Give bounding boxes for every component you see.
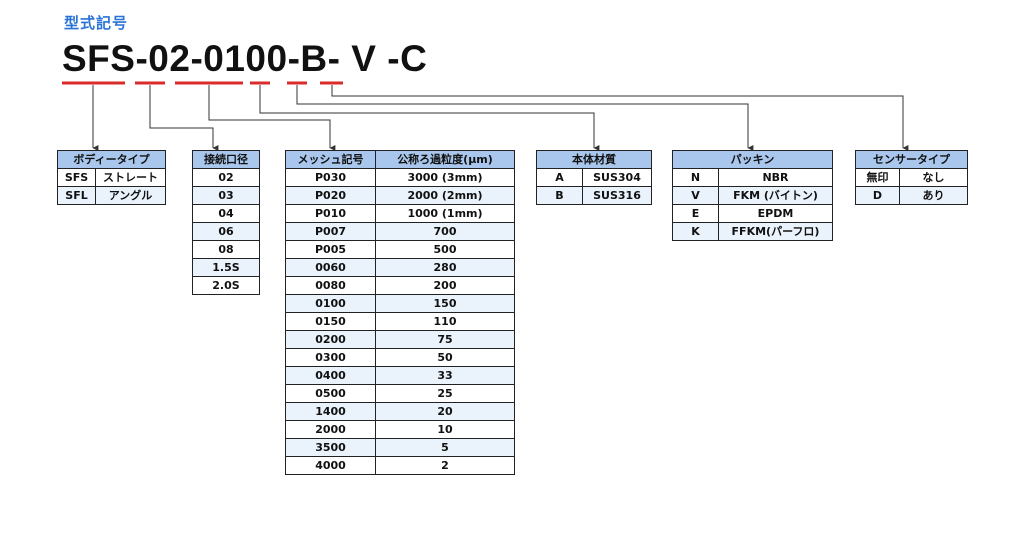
packing-desc: NBR xyxy=(717,168,834,187)
port-size-value: 02 xyxy=(192,168,260,187)
mesh-size-header: 公称ろ過粒度(μm) xyxy=(375,150,515,169)
port-size-value: 2.0S xyxy=(192,276,260,295)
mesh-size: 75 xyxy=(375,330,515,349)
code-separator: - xyxy=(387,38,401,79)
code-segment-packing: V xyxy=(351,38,377,79)
packing-desc: EPDM xyxy=(717,204,834,223)
body-type-code: SFS xyxy=(57,168,96,187)
port-size-value: 1.5S xyxy=(192,258,260,277)
mesh-size: 1000 (1mm) xyxy=(375,204,515,223)
packing-desc: FFKM(パーフロ) xyxy=(717,222,834,241)
mesh-code: 1400 xyxy=(285,402,376,421)
code-segment-body-type: SFS xyxy=(62,38,136,79)
connector-packing xyxy=(296,85,754,151)
mesh-code: 0200 xyxy=(285,330,376,349)
code-separator: - xyxy=(190,38,204,79)
mesh-size: 20 xyxy=(375,402,515,421)
body-type-desc: アングル xyxy=(94,186,167,205)
mesh-size: 50 xyxy=(375,348,515,367)
port-size-header: 接続口径 xyxy=(192,150,260,169)
mesh-size: 150 xyxy=(375,294,515,313)
model-code: SFS-02-0100-B- V -C xyxy=(62,40,427,77)
packing-code: V xyxy=(672,186,719,205)
mesh-size: 280 xyxy=(375,258,515,277)
mesh-size: 25 xyxy=(375,384,515,403)
mesh-code: 0400 xyxy=(285,366,376,385)
port-size-value: 04 xyxy=(192,204,260,223)
code-segment-mesh: 0100 xyxy=(203,38,288,79)
body-type-header: ボディータイプ xyxy=(56,150,167,169)
body-type-code: SFL xyxy=(57,186,96,205)
body-material-code: A xyxy=(536,168,583,187)
sensor-type-code: 無印 xyxy=(855,168,900,187)
code-separator: - xyxy=(135,38,149,79)
body-material-desc: SUS304 xyxy=(582,168,652,187)
code-separator: - xyxy=(327,38,341,79)
port-size-value: 06 xyxy=(192,222,260,241)
mesh-size: 200 xyxy=(375,276,515,295)
connector-lines xyxy=(92,85,909,151)
mesh-code: P010 xyxy=(285,204,376,223)
port-size-table: 接続口径 02 03 04 06 08 1.5S 2.0S xyxy=(192,150,260,295)
mesh-size: 2000 (2mm) xyxy=(375,186,515,205)
connector-body-material xyxy=(259,85,600,151)
mesh-code: 0300 xyxy=(285,348,376,367)
sensor-type-code: D xyxy=(855,186,900,205)
mesh-size: 2 xyxy=(375,456,515,475)
mesh-code: P007 xyxy=(285,222,376,241)
mesh-code: 0100 xyxy=(285,294,376,313)
packing-code: N xyxy=(672,168,719,187)
code-separator: - xyxy=(287,38,301,79)
code-segment-port-size: 02 xyxy=(148,38,191,79)
packing-header: パッキン xyxy=(671,150,834,169)
mesh-size: 33 xyxy=(375,366,515,385)
page-title: 型式記号 xyxy=(64,14,129,32)
connector-mesh xyxy=(208,85,336,151)
mesh-code: 0080 xyxy=(285,276,376,295)
port-size-value: 08 xyxy=(192,240,260,259)
mesh-code: P005 xyxy=(285,240,376,259)
code-segment-body-material: B xyxy=(300,38,328,79)
mesh-size: 3000 (3mm) xyxy=(375,168,515,187)
sensor-type-desc: あり xyxy=(899,186,968,205)
body-material-code: B xyxy=(536,186,583,205)
packing-desc: FKM (バイトン) xyxy=(717,186,834,205)
mesh-code-header: メッシュ記号 xyxy=(285,150,376,169)
mesh-size: 700 xyxy=(375,222,515,241)
mesh-code: 4000 xyxy=(285,456,376,475)
mesh-code: 0150 xyxy=(285,312,376,331)
mesh-code: 0060 xyxy=(285,258,376,277)
mesh-code: 0500 xyxy=(285,384,376,403)
mesh-code: 3500 xyxy=(285,438,376,457)
mesh-size: 110 xyxy=(375,312,515,331)
sensor-type-header: センサータイプ xyxy=(855,150,968,169)
mesh-code: P020 xyxy=(285,186,376,205)
mesh-size: 10 xyxy=(375,420,515,439)
mesh-size: 5 xyxy=(375,438,515,457)
packing-code: E xyxy=(672,204,719,223)
mesh-code: 2000 xyxy=(285,420,376,439)
sensor-type-desc: なし xyxy=(899,168,968,187)
connector-sensor xyxy=(331,85,909,151)
mesh-size: 500 xyxy=(375,240,515,259)
port-size-value: 03 xyxy=(192,186,260,205)
packing-code: K xyxy=(672,222,719,241)
body-material-header: 本体材質 xyxy=(536,150,652,169)
mesh-code: P030 xyxy=(285,168,376,187)
body-material-desc: SUS316 xyxy=(582,186,652,205)
connector-port-size xyxy=(149,85,219,151)
code-segment-sensor: C xyxy=(400,38,428,79)
body-type-desc: ストレート xyxy=(94,168,167,187)
